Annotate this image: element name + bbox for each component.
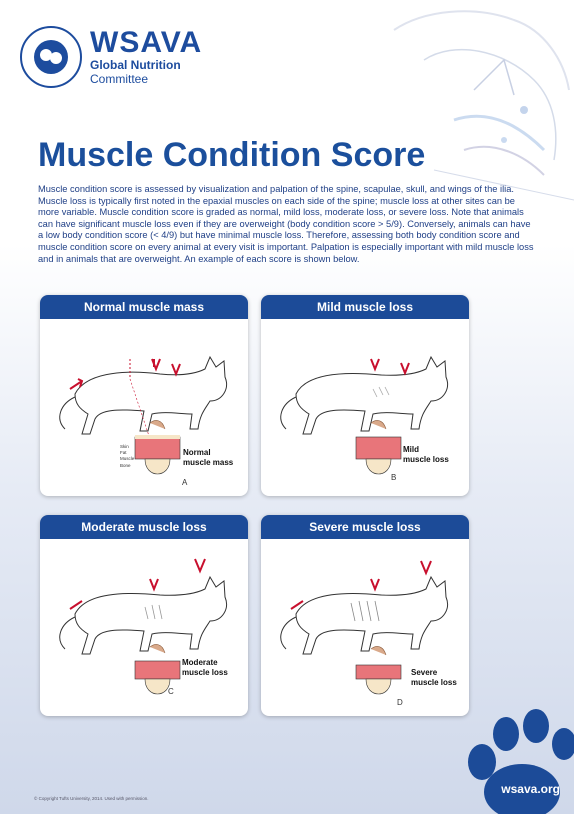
layer-bone-label: Bone bbox=[120, 463, 131, 468]
card-letter: A bbox=[182, 478, 188, 487]
layer-skin-label: Skin bbox=[120, 444, 129, 449]
layer-muscle-label: Muscle bbox=[120, 456, 135, 461]
wsava-seal-icon bbox=[20, 26, 82, 88]
brand-name: WSAVA bbox=[90, 26, 203, 59]
card-title: Mild muscle loss bbox=[261, 295, 469, 319]
cat-illustration bbox=[280, 560, 448, 695]
card-letter: D bbox=[397, 698, 403, 707]
wsava-logo: WSAVA Global Nutrition Committee bbox=[20, 26, 202, 88]
brand-sub1: Global Nutrition bbox=[90, 58, 181, 72]
cat-illustration bbox=[59, 558, 227, 695]
card-letter: C bbox=[168, 687, 174, 696]
brand-sub2: Committee bbox=[90, 72, 149, 86]
copyright: © Copyright Tufts University, 2014. Used… bbox=[34, 796, 149, 801]
card-title: Severe muscle loss bbox=[261, 515, 469, 539]
cat-illustration bbox=[280, 355, 448, 475]
paw-print-icon bbox=[468, 709, 574, 814]
layer-fat-label: Fat bbox=[120, 450, 127, 455]
card-title: Normal muscle mass bbox=[40, 295, 248, 319]
card-title: Moderate muscle loss bbox=[40, 515, 248, 539]
intro-paragraph: Muscle condition score is assessed by vi… bbox=[38, 184, 534, 264]
cat-watercolor-decoration bbox=[393, 10, 574, 201]
cat-illustration bbox=[59, 355, 227, 475]
card-letter: B bbox=[391, 473, 397, 482]
website-link[interactable]: wsava.org bbox=[501, 782, 560, 796]
page-title: Muscle Condition Score bbox=[38, 136, 426, 174]
